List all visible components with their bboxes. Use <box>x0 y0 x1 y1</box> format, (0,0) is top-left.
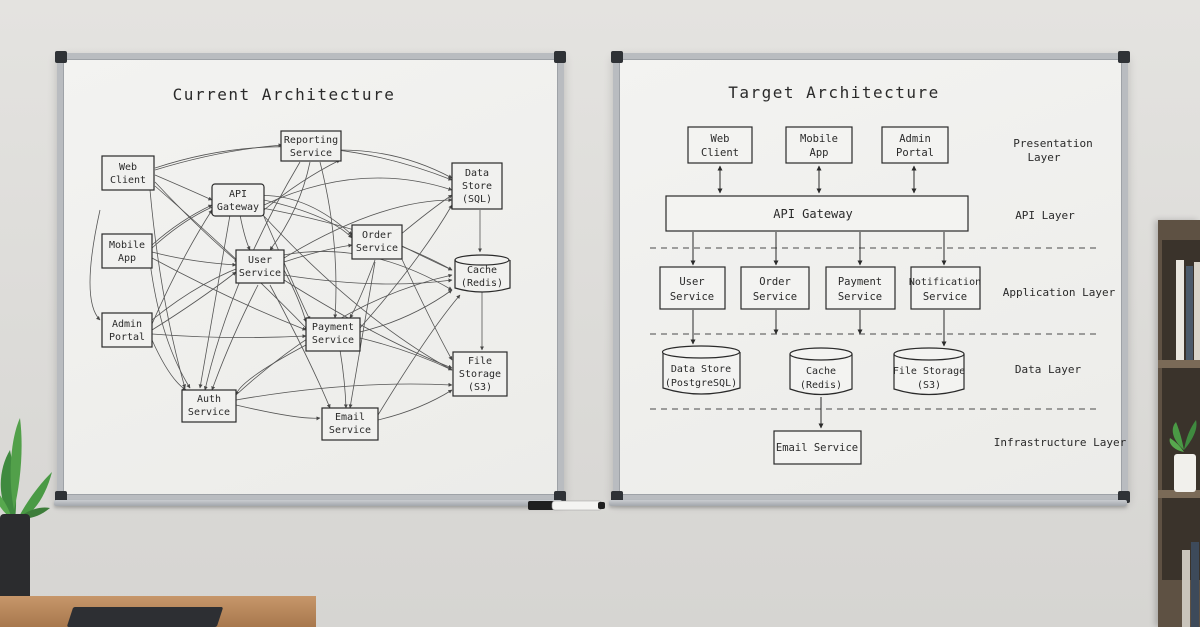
target-node-email-service: Email Service <box>773 430 862 465</box>
svg-text:Admin: Admin <box>899 133 931 145</box>
svg-text:API Gateway: API Gateway <box>773 207 852 221</box>
node-reporting-service: Reporting Service <box>280 130 342 162</box>
svg-text:Web: Web <box>119 162 137 173</box>
svg-text:Layer: Layer <box>1027 151 1060 164</box>
bookshelf <box>1158 220 1200 627</box>
node-file-storage-s3: File Storage (S3) <box>452 351 508 397</box>
svg-text:Service: Service <box>312 335 354 346</box>
target-architecture-title: Target Architecture <box>728 83 940 102</box>
svg-text:Service: Service <box>838 291 882 303</box>
current-connections <box>89 143 484 421</box>
layer-separators <box>650 247 1100 410</box>
svg-text:Notification: Notification <box>909 277 981 288</box>
svg-text:Store: Store <box>462 181 492 192</box>
current-architecture-title: Current Architecture <box>173 85 396 104</box>
marker-tray-left <box>54 500 562 506</box>
laptop <box>66 607 224 627</box>
layer-labels: Presentation Layer API Layer Application… <box>994 137 1127 449</box>
target-node-order-service: Order Service <box>740 266 810 310</box>
svg-text:Service: Service <box>923 291 967 303</box>
node-email-service: Email Service <box>321 407 379 441</box>
node-order-service: Order Service <box>351 224 403 260</box>
layer-label-data: Data Layer <box>1015 363 1082 376</box>
layer-label-api: API Layer <box>1015 209 1075 222</box>
svg-text:(S3): (S3) <box>468 382 492 393</box>
target-node-payment-service: Payment Service <box>825 266 896 310</box>
marker-tray-right <box>609 500 1127 506</box>
svg-text:File: File <box>468 356 492 367</box>
target-node-user-service: User Service <box>659 266 726 310</box>
svg-text:Payment: Payment <box>312 322 354 333</box>
svg-text:Order: Order <box>362 230 392 241</box>
svg-text:(S3): (S3) <box>917 380 941 391</box>
layer-label-application: Application Layer <box>1003 286 1116 299</box>
svg-text:Order: Order <box>759 276 791 288</box>
node-auth-service: Auth Service <box>181 389 237 423</box>
svg-text:Admin: Admin <box>112 319 142 330</box>
current-board-content: Current Architecture Web Client Mobile A… <box>101 85 511 441</box>
target-node-admin-portal: Admin Portal <box>881 126 949 164</box>
node-web-client: Web Client <box>101 155 155 191</box>
svg-text:Portal: Portal <box>109 332 145 343</box>
layer-label-infrastructure: Infrastructure Layer <box>994 436 1127 449</box>
svg-text:Payment: Payment <box>838 276 882 288</box>
svg-text:Email Service: Email Service <box>776 442 858 454</box>
target-node-cache: Cache (Redis) <box>789 347 853 396</box>
svg-text:Mobile: Mobile <box>800 133 838 145</box>
target-connections <box>690 165 947 429</box>
svg-text:API: API <box>229 189 247 200</box>
svg-text:Service: Service <box>290 148 332 159</box>
svg-text:Cache: Cache <box>806 366 836 377</box>
svg-text:App: App <box>810 147 829 159</box>
svg-text:Data Store: Data Store <box>671 364 731 375</box>
svg-text:Service: Service <box>670 291 714 303</box>
svg-text:Service: Service <box>329 425 371 436</box>
svg-text:Auth: Auth <box>197 394 221 405</box>
svg-text:Email: Email <box>335 412 365 423</box>
svg-text:Reporting: Reporting <box>284 135 338 146</box>
node-user-service: User Service <box>235 249 285 284</box>
node-data-store-sql: Data Store (SQL) <box>451 162 503 210</box>
svg-text:(SQL): (SQL) <box>462 194 492 205</box>
target-node-notification-service: Notification Service <box>909 266 981 310</box>
target-node-mobile-app: Mobile App <box>785 126 853 164</box>
target-node-file-storage: File Storage (S3) <box>893 347 965 396</box>
svg-text:Mobile: Mobile <box>109 240 145 251</box>
svg-text:Client: Client <box>110 175 146 186</box>
target-node-data-store: Data Store (PostgreSQL) <box>661 345 741 395</box>
target-node-web-client: Web Client <box>687 126 753 164</box>
node-api-gateway: API Gateway <box>211 183 265 217</box>
svg-text:App: App <box>118 253 136 264</box>
svg-text:Storage: Storage <box>459 369 501 380</box>
node-admin-portal: Admin Portal <box>101 312 153 348</box>
svg-text:Data: Data <box>465 168 489 179</box>
whiteboard-marker <box>528 500 605 511</box>
svg-text:Service: Service <box>188 407 230 418</box>
svg-text:Gateway: Gateway <box>217 202 259 213</box>
svg-text:Service: Service <box>239 268 281 279</box>
svg-text:Portal: Portal <box>896 147 934 159</box>
svg-text:User: User <box>248 255 272 266</box>
potted-plant-small <box>1169 420 1197 492</box>
target-node-api-gateway: API Gateway <box>665 195 969 232</box>
svg-text:(Redis): (Redis) <box>461 278 503 289</box>
node-mobile-app: Mobile App <box>101 233 153 269</box>
svg-text:Service: Service <box>753 291 797 303</box>
svg-text:User: User <box>679 276 704 288</box>
svg-text:(PostgreSQL): (PostgreSQL) <box>665 378 737 389</box>
svg-text:Web: Web <box>711 133 730 145</box>
node-cache-redis: Cache (Redis) <box>454 254 511 293</box>
svg-text:Cache: Cache <box>467 265 497 276</box>
svg-text:(Redis): (Redis) <box>800 380 842 391</box>
svg-text:Client: Client <box>701 147 739 159</box>
potted-plant <box>0 418 52 608</box>
svg-text:File Storage: File Storage <box>893 366 965 377</box>
svg-text:Service: Service <box>356 243 398 254</box>
layer-label-presentation: Presentation <box>1013 137 1092 150</box>
node-payment-service: Payment Service <box>305 317 361 352</box>
target-board-content: Target Architecture Presentation Layer A… <box>650 83 1127 465</box>
